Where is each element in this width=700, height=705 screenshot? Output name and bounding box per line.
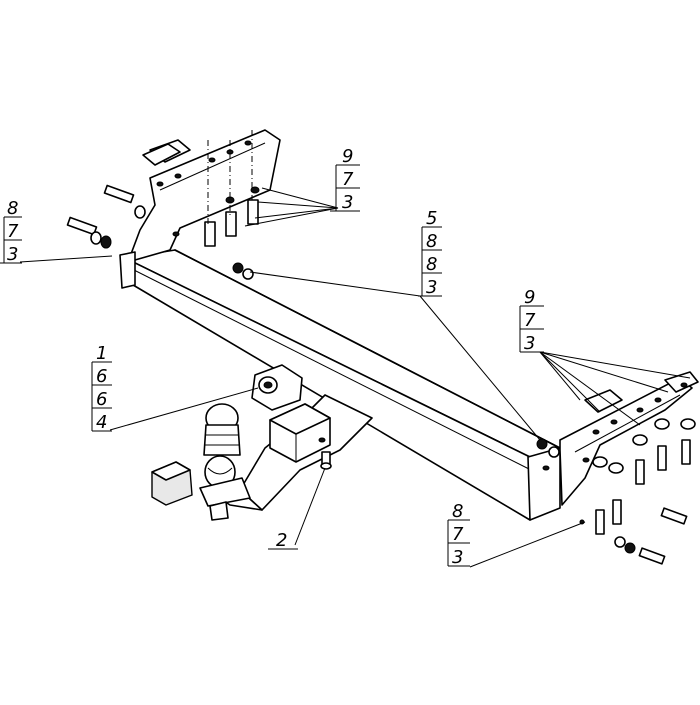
callout-c-line-2: 8 bbox=[426, 231, 437, 252]
receiver-plug bbox=[151, 461, 193, 506]
callout-e-line-1: 1 bbox=[96, 343, 107, 364]
callout-c-line-1: 5 bbox=[426, 208, 437, 229]
callout-e: 1 6 6 4 bbox=[91, 343, 112, 433]
callout-f: 2 bbox=[268, 530, 298, 551]
callout-b-line-1: 8 bbox=[7, 198, 18, 219]
ball-cover bbox=[203, 403, 241, 456]
callout-d-line-2: 7 bbox=[524, 310, 536, 331]
left-fasteners bbox=[66, 130, 260, 280]
leader-lines bbox=[19, 187, 691, 568]
crossbar-beam bbox=[124, 249, 561, 521]
callout-b: 8 7 3 bbox=[0, 198, 22, 265]
right-mounting-bracket bbox=[542, 371, 699, 506]
callout-e-line-4: 4 bbox=[96, 412, 107, 433]
callout-b-line-2: 7 bbox=[7, 221, 19, 242]
callout-d-line-1: 9 bbox=[524, 287, 535, 308]
callout-g: 8 7 3 bbox=[447, 501, 470, 568]
callout-a-line-3: 3 bbox=[342, 192, 353, 213]
callout-a: 9 7 3 bbox=[330, 146, 360, 213]
callout-d-line-3: 3 bbox=[524, 333, 535, 354]
receiver-bolt bbox=[320, 451, 332, 470]
tow-ball bbox=[199, 455, 251, 521]
callout-c-line-3: 8 bbox=[426, 254, 437, 275]
callout-c: 5 8 8 3 bbox=[418, 208, 442, 298]
callout-g-line-1: 8 bbox=[452, 501, 463, 522]
socket-plate bbox=[251, 364, 303, 411]
callout-g-line-3: 3 bbox=[452, 547, 463, 568]
callout-e-line-3: 6 bbox=[96, 389, 107, 410]
callout-g-line-2: 7 bbox=[452, 524, 464, 545]
callout-a-line-2: 7 bbox=[342, 169, 354, 190]
callout-b-line-3: 3 bbox=[7, 244, 18, 265]
callout-d: 9 7 3 bbox=[519, 287, 544, 354]
callout-e-line-2: 6 bbox=[96, 366, 107, 387]
left-mounting-bracket bbox=[119, 129, 281, 289]
right-fasteners bbox=[536, 418, 696, 565]
callout-a-line-1: 9 bbox=[342, 146, 353, 167]
callout-f-line-1: 2 bbox=[276, 530, 287, 551]
callout-c-line-4: 3 bbox=[426, 277, 437, 298]
